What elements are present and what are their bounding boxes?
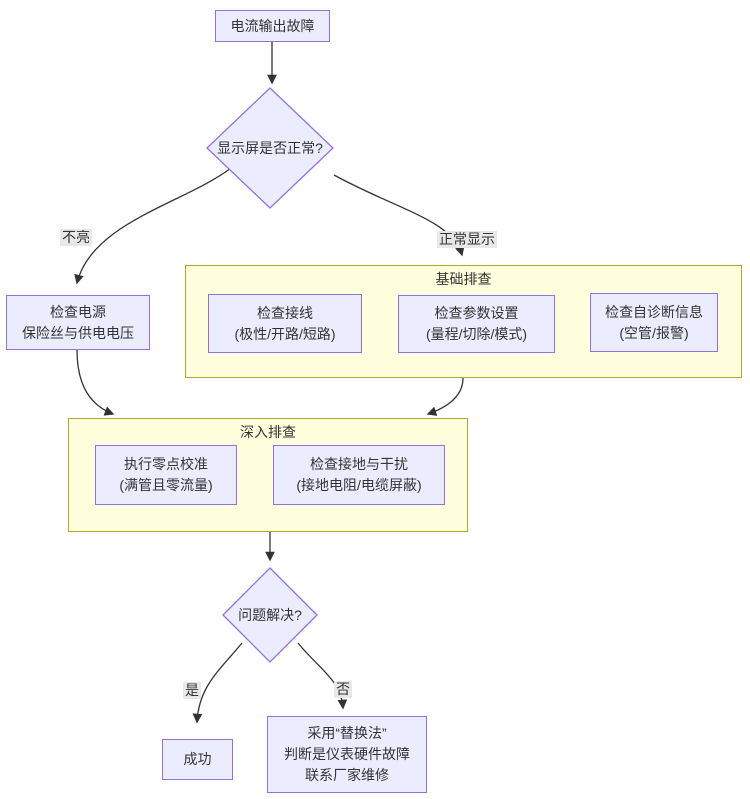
success-node: 成功 [162, 739, 233, 780]
check-params-node: 检查参数设置 (量程/切除/模式) [398, 295, 555, 353]
edge-basic-group-to-deep-group [426, 377, 464, 416]
grounding-node: 检查接地与干扰 (接地电阻/电缆屏蔽) [273, 445, 445, 505]
basic-check-group-title: 基础排查 [435, 271, 492, 287]
solved-decision-label: 问题解决? [238, 607, 302, 623]
edge-label-no: 否 [334, 681, 352, 698]
edge-solved-decision-no [297, 642, 348, 710]
replacement-node: 采用“替换法” 判断是仪表硬件故障 联系厂家维修 [267, 716, 427, 793]
edge-label-yes: 是 [183, 682, 201, 699]
check-wiring-node: 检查接线 (极性/开路/短路) [208, 294, 362, 353]
display-decision-label: 显示屏是否正常? [217, 140, 323, 156]
start-node: 电流输出故障 [215, 10, 330, 42]
solved-decision-diamond [222, 567, 318, 663]
check-diagnostics-node: 检查自诊断信息 (空管/报警) [590, 293, 718, 352]
check-power-node: 检查电源 保险丝与供电电压 [6, 295, 150, 350]
edge-check-power-to-deep-group [76, 349, 115, 416]
edge-display-decision-not-lit [74, 167, 232, 285]
edge-label-not-lit: 不亮 [60, 229, 92, 246]
edge-solved-decision-yes [192, 642, 243, 724]
zero-calibration-node: 执行零点校准 (满管且零流量) [95, 445, 237, 505]
display-decision-diamond [206, 87, 334, 209]
deep-check-group-title: 深入排查 [240, 424, 296, 440]
edge-label-normal-display: 正常显示 [437, 231, 497, 248]
